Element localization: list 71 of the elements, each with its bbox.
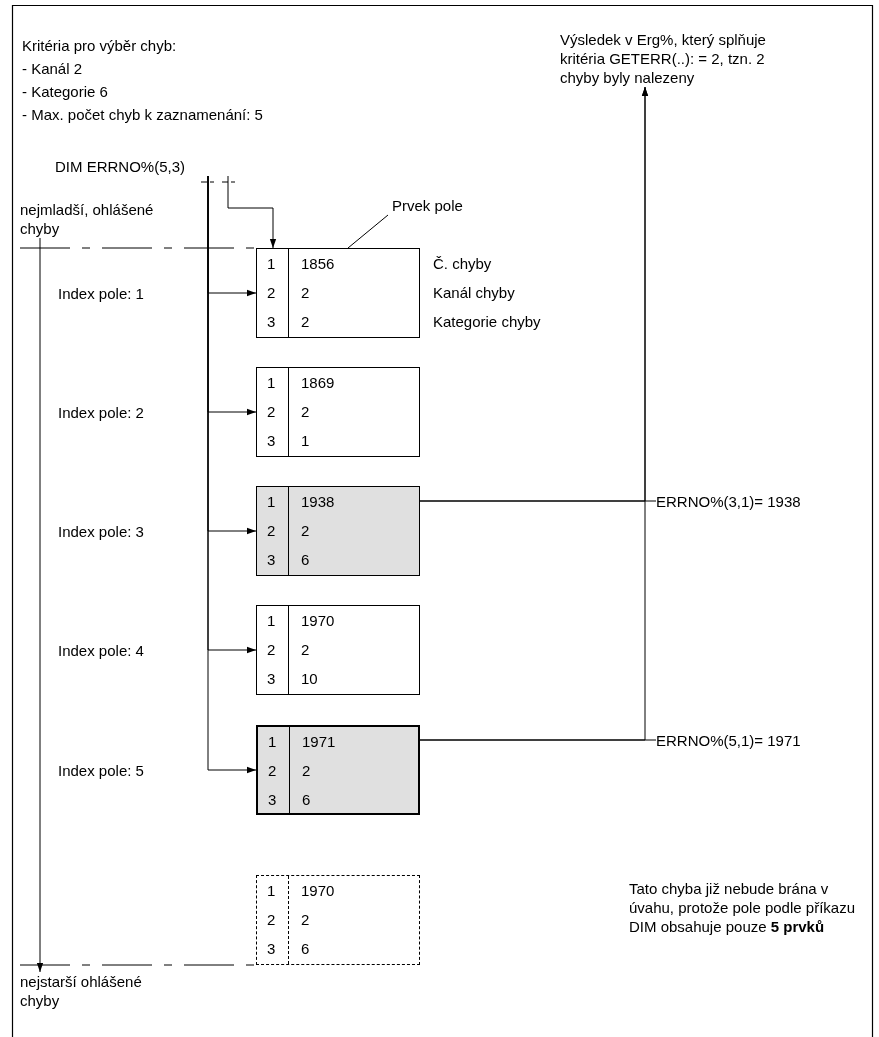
field-description: Kategorie chyby (433, 312, 542, 331)
field-description: Č. chyby (433, 254, 493, 273)
array-element-table (256, 605, 420, 695)
element-value: 10 (301, 670, 318, 687)
value-label: ERRNO%(3,1)= 1938 (656, 492, 856, 511)
array-element-table (256, 486, 420, 576)
row-number: 1 (267, 255, 276, 272)
row-number: 3 (267, 432, 276, 449)
criteria-text: - Max. počet chyb k zaznamenání: 5 (22, 105, 264, 124)
criteria-text: Kritéria pro výběr chyb: (22, 36, 178, 55)
index-label: Index pole: 3 (58, 522, 145, 541)
result-note: Výsledek v Erg%, který splňuje kritéria GETERR(..): = 2, tzn. 2 chyby byly nalezeny (560, 30, 775, 87)
element-value: 6 (302, 791, 311, 808)
time-label: nejstarší ohlášené chyby (20, 972, 180, 1010)
element-value: 1971 (302, 733, 336, 750)
dash-dot-line (19, 247, 257, 249)
connector-line (419, 500, 657, 502)
connector-line (347, 214, 389, 249)
arrow (419, 86, 649, 741)
element-value: 1869 (301, 374, 335, 391)
value-label: ERRNO%(5,1)= 1971 (656, 731, 856, 750)
row-number: 2 (267, 522, 276, 539)
row-number: 1 (268, 733, 277, 750)
row-number: 3 (268, 791, 277, 808)
row-number: 1 (267, 612, 276, 629)
arrow (36, 237, 44, 973)
row-number: 2 (267, 641, 276, 658)
arrow (227, 175, 277, 249)
row-number: 1 (267, 374, 276, 391)
row-number: 3 (267, 940, 276, 957)
element-value: 2 (301, 313, 310, 330)
code-label: DIM ERRNO%(5,3) (55, 157, 205, 176)
callout-label: Prvek pole (392, 196, 482, 215)
row-number: 2 (267, 403, 276, 420)
field-description: Kanál chyby (433, 283, 516, 302)
index-label: Index pole: 4 (58, 641, 145, 660)
time-label: nejmladší, ohlášené chyby (20, 200, 160, 238)
criteria-text: - Kanál 2 (22, 59, 84, 78)
note-text: Tato chyba již nebude brána v úvahu, protože pole podle příkazu DIM obsahuje pouze 5 prvků (629, 879, 856, 936)
element-value: 2 (301, 911, 310, 928)
row-number: 2 (267, 911, 276, 928)
element-value: 1938 (301, 493, 335, 510)
element-value: 1856 (301, 255, 335, 272)
element-value: 2 (301, 641, 310, 658)
element-value: 2 (301, 522, 310, 539)
row-number: 3 (267, 670, 276, 687)
row-number: 2 (268, 762, 277, 779)
row-number: 1 (267, 882, 276, 899)
row-number: 3 (267, 551, 276, 568)
element-value: 2 (301, 403, 310, 420)
dash-dot-line (19, 964, 257, 966)
index-label: Index pole: 5 (58, 761, 145, 780)
index-label: Index pole: 2 (58, 403, 145, 422)
row-number: 3 (267, 313, 276, 330)
array-element-table (256, 367, 420, 457)
element-value: 6 (301, 551, 310, 568)
element-value: 1 (301, 432, 310, 449)
array-element-table (256, 725, 420, 815)
array-element-table (256, 875, 420, 965)
element-value: 2 (301, 284, 310, 301)
criteria-text: - Kategorie 6 (22, 82, 109, 101)
row-number: 2 (267, 284, 276, 301)
index-label: Index pole: 1 (58, 284, 145, 303)
element-value: 2 (302, 762, 311, 779)
element-value: 6 (301, 940, 310, 957)
element-value: 1970 (301, 882, 335, 899)
array-element-table (256, 248, 420, 338)
arrow (207, 175, 257, 774)
connector-line (419, 739, 657, 741)
row-number: 1 (267, 493, 276, 510)
element-value: 1970 (301, 612, 335, 629)
